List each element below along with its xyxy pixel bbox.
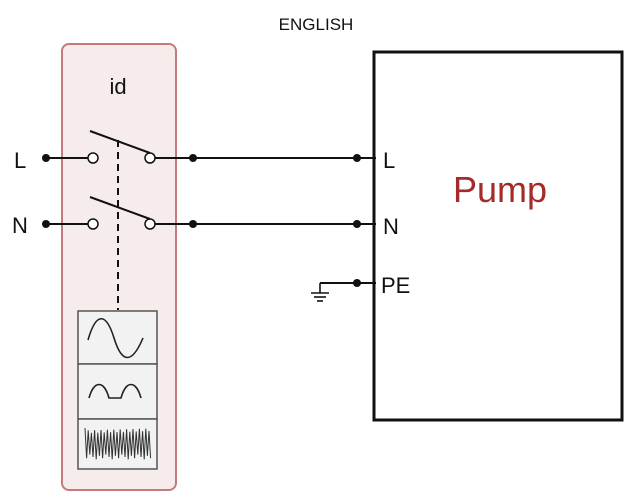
noise-trace	[84, 427, 152, 460]
dc-noise-glyph	[84, 427, 152, 460]
rcd-label: id	[109, 74, 126, 99]
language-label: ENGLISH	[279, 15, 354, 34]
pump-earth-terminal	[353, 279, 361, 287]
supply-line-terminal	[42, 154, 50, 162]
pump-title: Pump	[453, 169, 547, 210]
switch-l-blade	[89, 130, 151, 154]
rcd-neutral-out-terminal	[189, 220, 197, 228]
half-wave-pulse-glyph	[88, 383, 142, 399]
switch-l-contact-in	[87, 152, 99, 164]
supply-line-label: L	[14, 148, 26, 173]
switch-n-contact-in	[87, 218, 99, 230]
pump-box	[372, 50, 624, 422]
pump-terminal-l-label: L	[383, 148, 395, 173]
pump-terminal-pe-label: PE	[381, 273, 410, 298]
sine-wave-glyph	[87, 318, 144, 359]
switch-n-blade	[89, 196, 151, 220]
pump-neutral-terminal	[353, 220, 361, 228]
pump-terminal-n-label: N	[383, 214, 399, 239]
sine-wave-icon	[77, 310, 158, 365]
pump-line-terminal	[353, 154, 361, 162]
supply-neutral-terminal	[42, 220, 50, 228]
switch-l-contact-out	[144, 152, 156, 164]
rcd-line-out-terminal	[189, 154, 197, 162]
half-wave-pulse-icon	[77, 363, 158, 420]
ground-icon	[311, 283, 329, 302]
supply-neutral-label: N	[12, 213, 28, 238]
waveform-panel	[77, 310, 158, 470]
switch-n-contact-out	[144, 218, 156, 230]
